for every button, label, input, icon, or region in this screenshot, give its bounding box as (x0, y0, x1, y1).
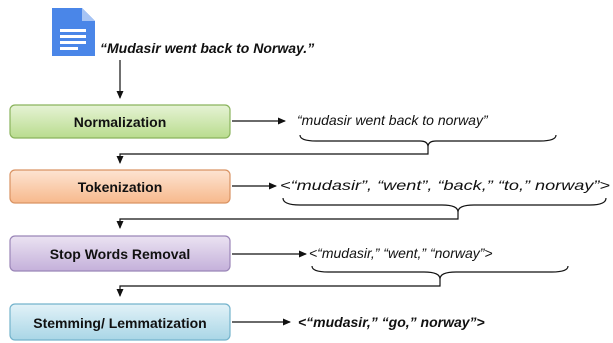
input-sentence: “Mudasir went back to Norway.” (100, 40, 314, 56)
stage-normalization: Normalization (9, 104, 231, 139)
connector-tokenization-to-stopwords (116, 212, 459, 229)
stage-normalization-label: Normalization (74, 114, 167, 130)
stop-words-output: <“mudasir,” “went,” “norway”> (309, 245, 493, 261)
stage-tokenization: Tokenization (9, 169, 231, 204)
normalization-output: “mudasir went back to norway” (297, 112, 489, 128)
stage-stop-words-removal: Stop Words Removal (9, 235, 231, 272)
document-icon (52, 8, 95, 56)
stage-stop-words-removal-label: Stop Words Removal (50, 246, 191, 262)
connector-normalization-to-tokenization (116, 147, 429, 164)
tokenization-output: <“mudasir”, “went”, “back,” “to,” norway… (280, 177, 610, 193)
stop-words-output-brace (311, 265, 569, 280)
stage-tokenization-label: Tokenization (78, 179, 163, 195)
stage-stemming-lemmatization: Stemming/ Lemmatization (9, 303, 231, 341)
normalization-output-brace (299, 134, 557, 148)
stemming-output: <“mudasir,” “go,” norway”> (298, 314, 485, 330)
tokenization-output-brace (282, 197, 607, 213)
stage-stemming-lemmatization-label: Stemming/ Lemmatization (33, 315, 206, 331)
connector-stopwords-to-stemming (116, 279, 441, 297)
